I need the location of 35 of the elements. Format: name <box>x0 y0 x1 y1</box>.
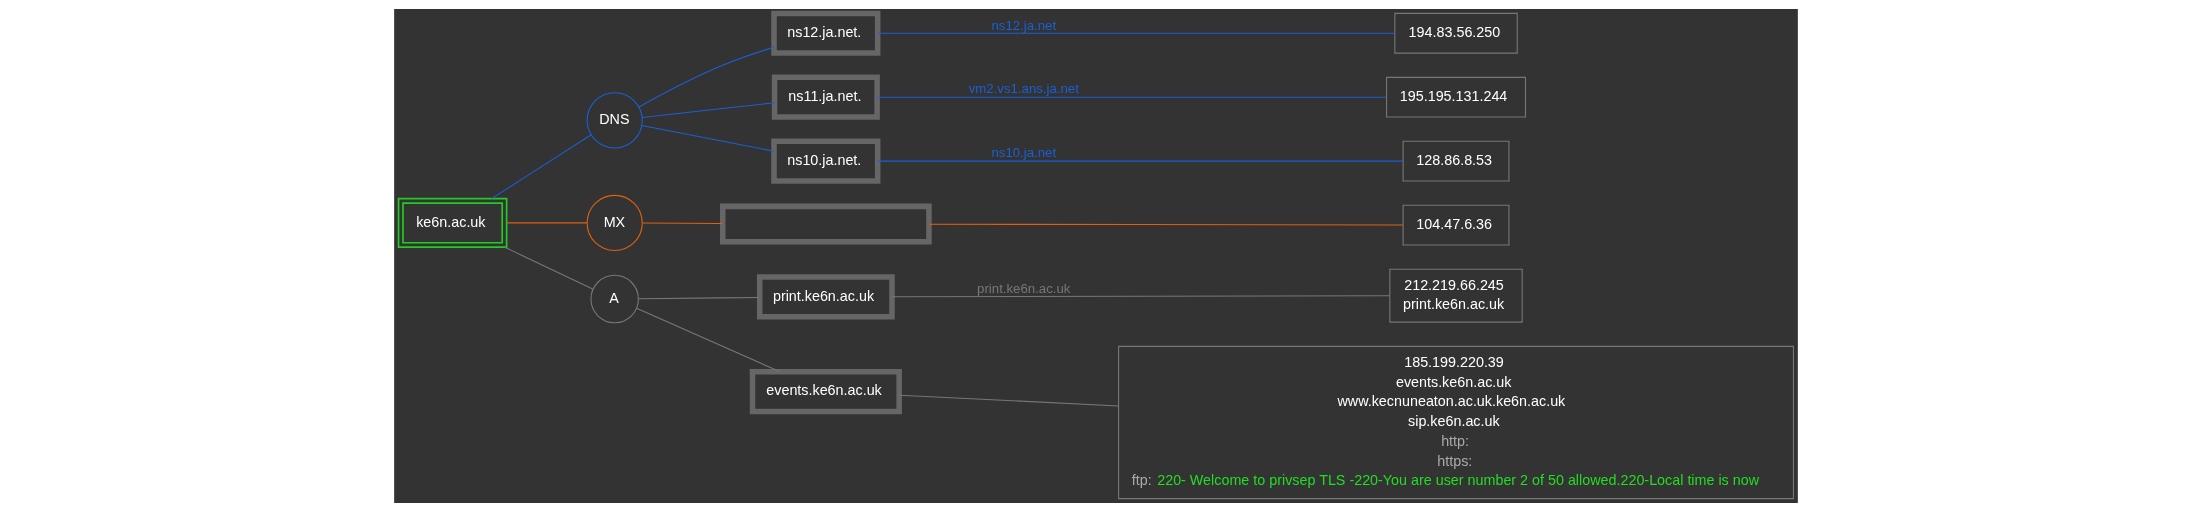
node-circle: MX <box>586 194 643 251</box>
node-circle: A <box>589 274 639 323</box>
node-box: print.ke6n.ac.uk <box>756 273 895 319</box>
edge-label: print.ke6n.ac.uk <box>976 280 1070 296</box>
connector <box>641 101 775 118</box>
node-box: ke6n.ac.uk <box>397 197 507 248</box>
connector <box>503 246 593 290</box>
edge-label: vm2.vs1.ans.ja.net <box>968 80 1079 96</box>
node-box: ns12.ja.net. <box>770 10 880 56</box>
connector <box>891 294 1390 297</box>
node-box: ns10.ja.net. <box>770 138 880 184</box>
connector <box>876 160 1403 162</box>
connector <box>898 394 1119 406</box>
connector <box>490 133 591 199</box>
connector <box>641 222 723 224</box>
node-box <box>719 203 932 244</box>
connector <box>876 96 1387 98</box>
node-box: ns11.ja.net. <box>771 74 880 120</box>
connector <box>637 296 760 299</box>
node-box: 194.83.56.250 <box>1393 12 1518 54</box>
connector <box>505 221 588 223</box>
connector <box>635 307 780 372</box>
edge-label: ns10.ja.net <box>990 144 1056 160</box>
node-box: 185.199.220.39 events.ke6n.ac.uk www.kecnuneaton.ac.uk.ke6n.ac.uk sip.ke6n.ac.uk http: https: ftp: 220- Welcome to privsep TLS -220-You are user number 2 of 50 allowed.220-Local time is now <box>1117 345 1794 499</box>
node-box: 195.195.131.244 <box>1385 76 1526 118</box>
connector <box>640 124 774 152</box>
edge-label: ns12.ja.net <box>990 17 1056 33</box>
node-box: 104.47.6.36 <box>1402 204 1509 245</box>
node-circle: DNS <box>586 91 643 148</box>
node-box: 128.86.8.53 <box>1402 140 1509 182</box>
node-box: events.ke6n.ac.uk <box>749 368 902 414</box>
connector <box>876 32 1395 34</box>
connector <box>928 223 1404 226</box>
connector <box>637 46 774 107</box>
node-box: 212.219.66.245 print.ke6n.ac.uk <box>1388 268 1523 323</box>
